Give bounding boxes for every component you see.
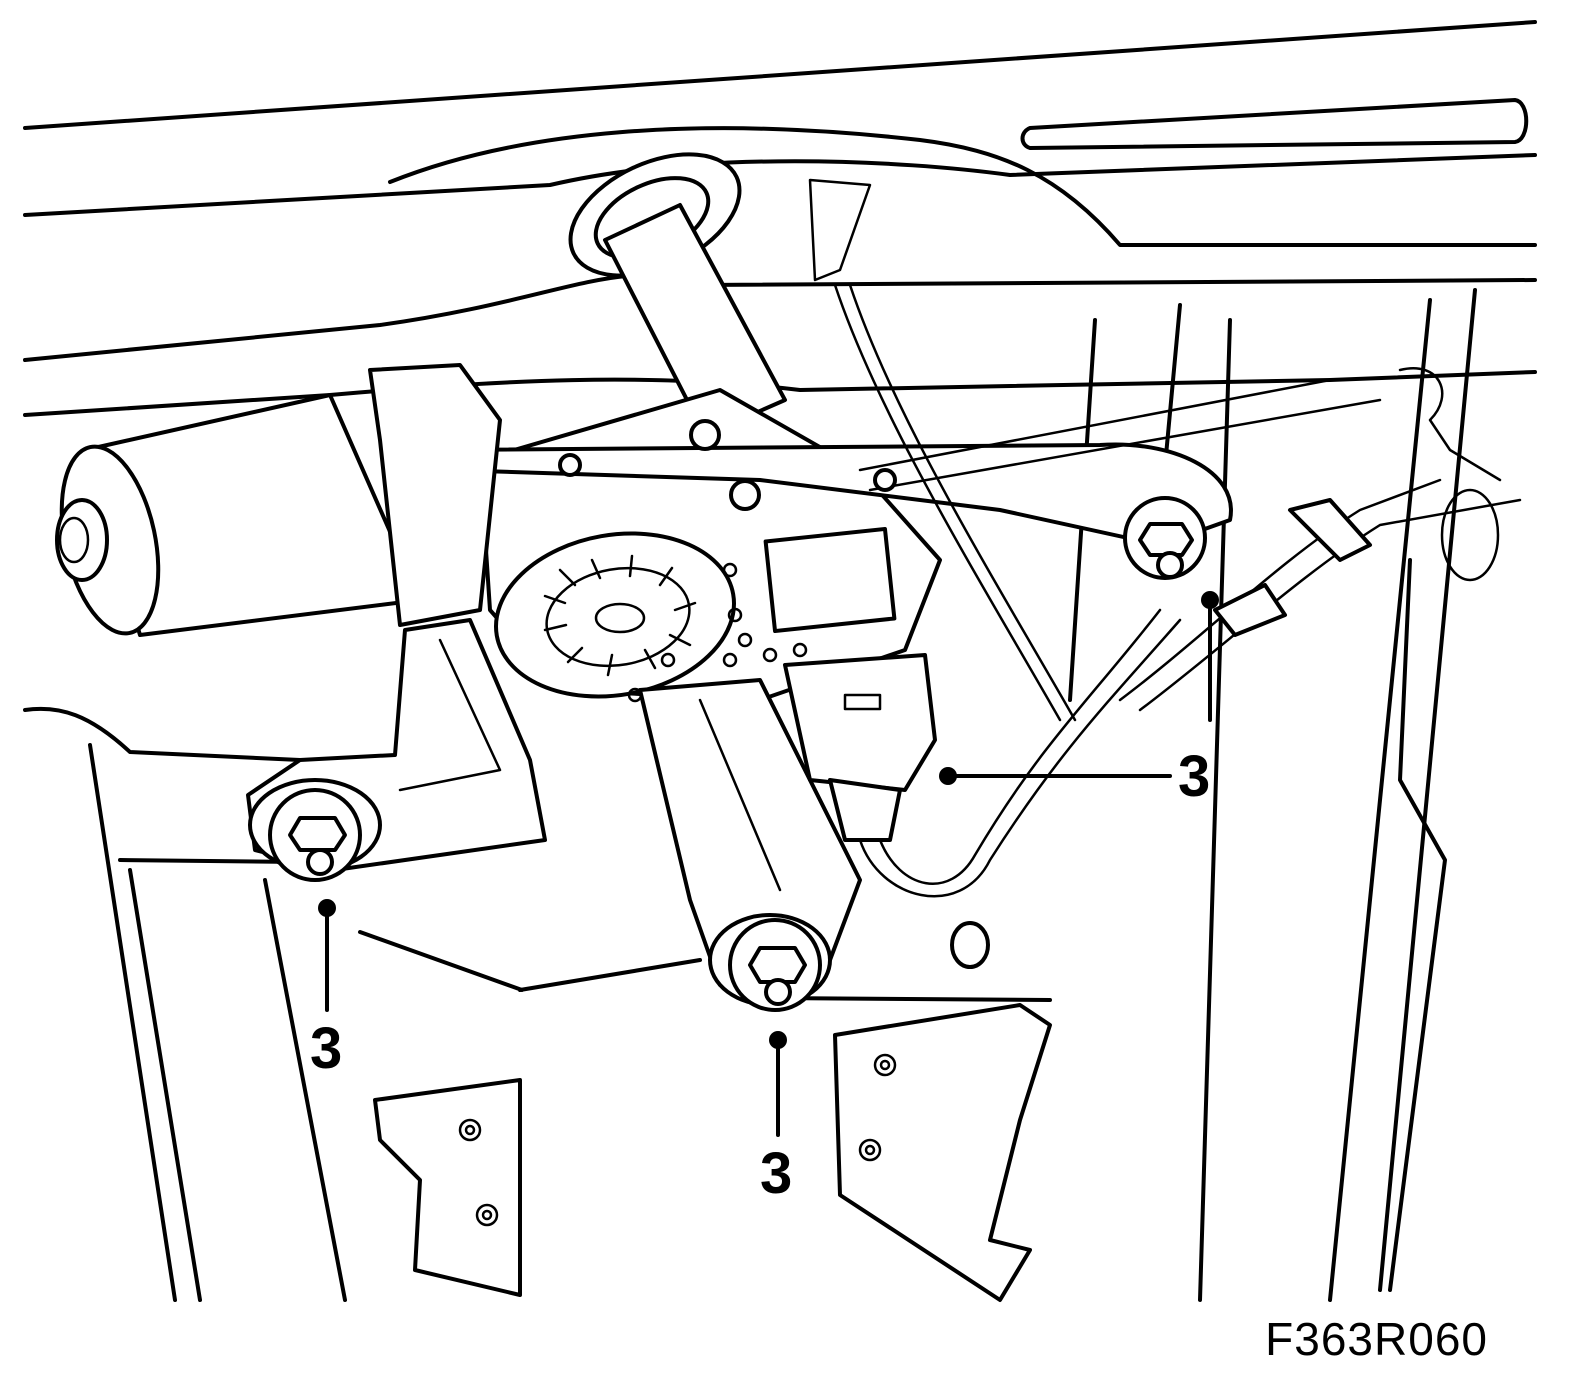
mounting-nut-center: [728, 918, 822, 1012]
callout-leader-left: [318, 899, 524, 1012]
callout-leader-right: [1201, 591, 1219, 722]
wiper-motor-body: [55, 393, 422, 637]
figure-code: F363R060: [1265, 1313, 1488, 1365]
callout-label-center: 3: [760, 1141, 793, 1206]
lower-bracket-plates: [373, 958, 1052, 1302]
mounting-nut-right: [1123, 496, 1207, 580]
electrical-connector: [783, 608, 1182, 969]
callout-leader-center: [769, 1031, 787, 1137]
mounting-nut-left: [268, 788, 362, 882]
callout-label-right: 3: [1178, 744, 1211, 809]
callout-leader-connector: [939, 767, 1172, 785]
wiper-spindle: [568, 152, 787, 437]
callout-label-left: 3: [310, 1016, 343, 1081]
wiring-harness: [808, 178, 1522, 722]
gear-cover-vents: [543, 554, 697, 677]
